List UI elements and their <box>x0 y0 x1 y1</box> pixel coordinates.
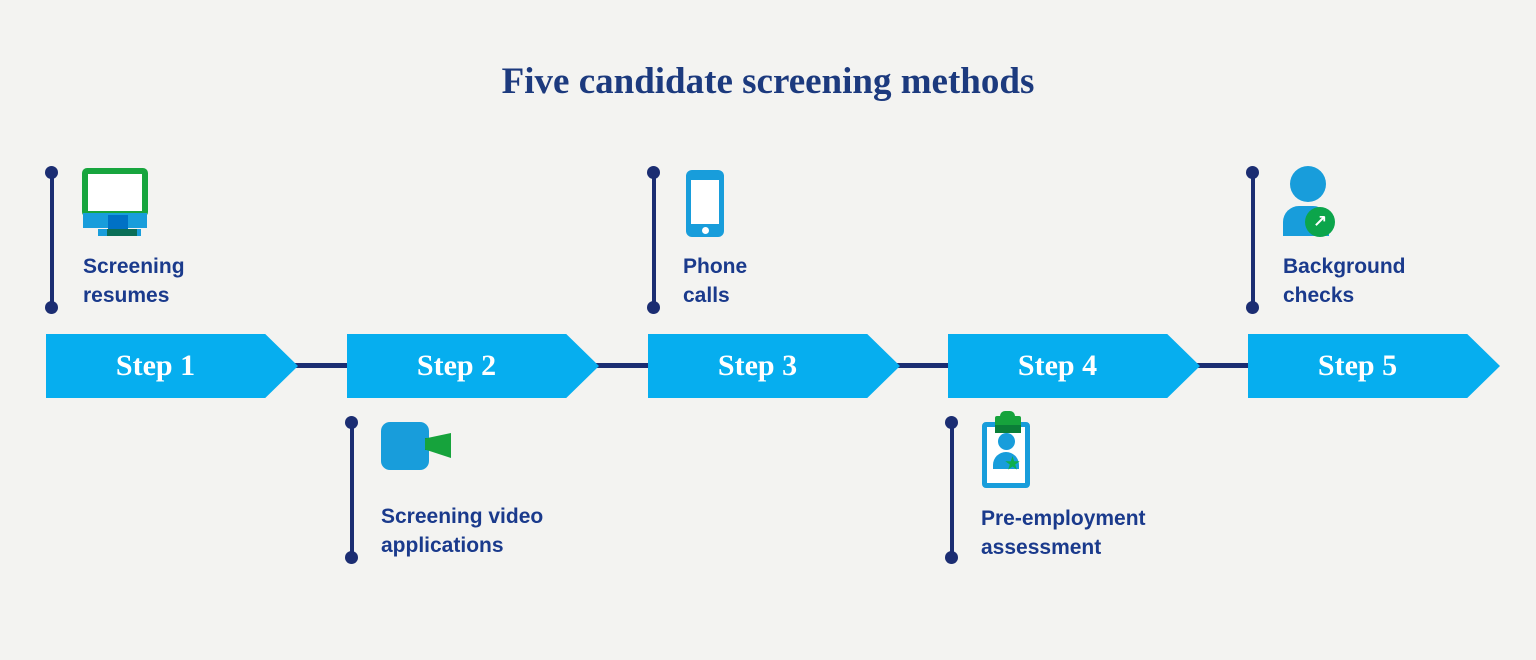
step-2-marker-line <box>345 416 358 564</box>
timeline-connector <box>896 363 951 368</box>
clipboard-clip <box>995 416 1021 426</box>
step-4-marker-line <box>945 416 958 564</box>
step-4-arrow: Step 4 <box>948 334 1200 398</box>
step-1-arrow: Step 1 <box>46 334 298 398</box>
step-1-marker-line <box>45 166 58 314</box>
step-3-marker-line <box>647 166 660 314</box>
candidate-head <box>998 433 1015 450</box>
step-3-caption: Phone calls <box>683 255 748 307</box>
phone-screen <box>691 180 719 224</box>
timeline-connector <box>595 363 651 368</box>
step-2-arrow: Step 2 <box>347 334 599 398</box>
arrow-up-right-glyph: ↗ <box>1312 211 1328 232</box>
step-4-label: Step 4 <box>1017 349 1098 382</box>
monitor-base-shade <box>107 229 137 236</box>
marker-dot <box>647 301 660 314</box>
clipboard-clip-shade <box>995 425 1021 433</box>
step-2-caption: Screening video applications <box>381 505 544 557</box>
marker-dot <box>945 551 958 564</box>
step-5-caption: Background checks <box>1283 255 1406 307</box>
page-title: Five candidate screening methods <box>501 61 1035 102</box>
step-1-label: Step 1 <box>115 349 196 382</box>
step-4-caption: Pre-employment assessment <box>981 507 1146 559</box>
step-3-arrow: Step 3 <box>648 334 900 398</box>
step-2-label: Step 2 <box>416 349 497 382</box>
person-promotion-icon: ↗ <box>1283 166 1337 238</box>
camera-body <box>381 422 429 470</box>
step-1-caption: Screening resumes <box>83 255 185 307</box>
step-5-label: Step 5 <box>1317 349 1398 382</box>
marker-dot <box>45 301 58 314</box>
step-3-label: Step 3 <box>717 349 798 382</box>
marker-dot <box>345 551 358 564</box>
phone-home-button <box>702 227 709 234</box>
marker-line <box>949 422 954 558</box>
step-5-marker-line <box>1246 166 1259 314</box>
video-camera-icon <box>381 420 453 472</box>
marker-line <box>49 172 54 308</box>
marker-dot <box>1246 301 1259 314</box>
smartphone-icon <box>686 170 724 237</box>
timeline-connector <box>294 363 350 368</box>
clipboard-candidate-icon <box>982 411 1034 488</box>
monitor-screen <box>82 168 148 217</box>
marker-line <box>651 172 656 308</box>
arrow-up-right-badge-icon: ↗ <box>1305 207 1335 237</box>
monitor-stand <box>108 215 128 232</box>
step-5-arrow: Step 5 <box>1248 334 1500 398</box>
marker-line <box>349 422 354 558</box>
timeline-connector <box>1196 363 1251 368</box>
marker-line <box>1250 172 1255 308</box>
person-head <box>1290 166 1326 202</box>
desktop-monitor-icon <box>82 166 150 238</box>
